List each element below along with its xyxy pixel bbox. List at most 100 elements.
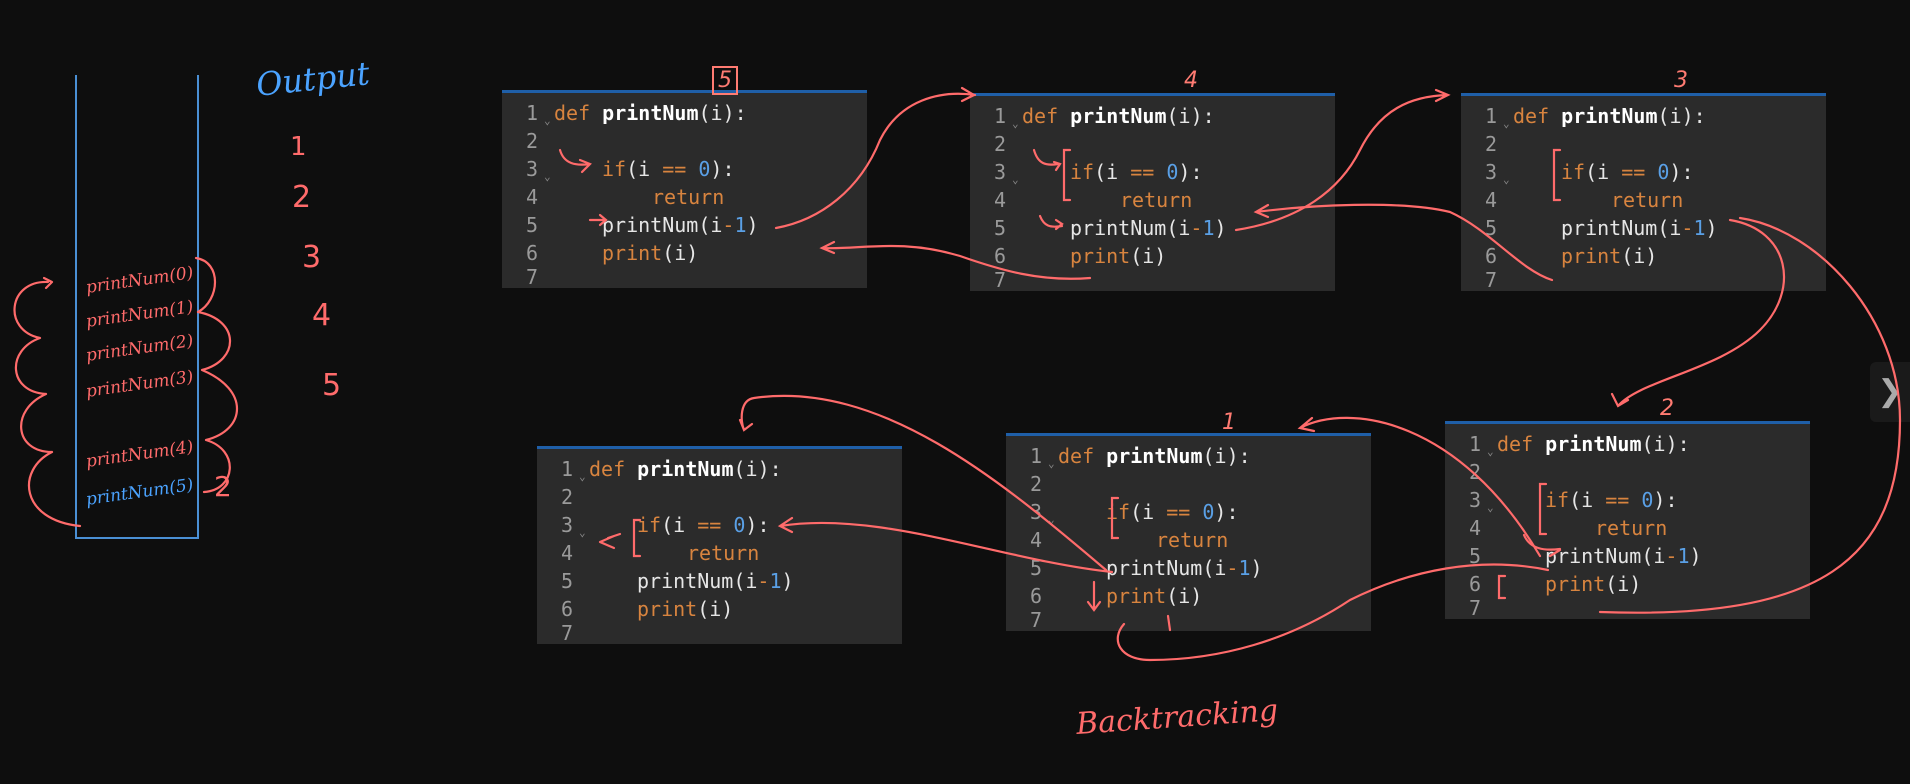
- code-line-2: 2: [1445, 458, 1810, 486]
- fold-marker-icon: ⌄: [579, 470, 586, 483]
- code-line-2: 2: [502, 127, 867, 155]
- code-text: return: [1120, 188, 1193, 212]
- code-text: return: [687, 541, 760, 565]
- line-number: 1: [1029, 444, 1042, 468]
- code-line-7: 7: [1006, 606, 1371, 634]
- code-text: print(i): [637, 597, 734, 621]
- line-number: 2: [560, 485, 573, 509]
- output-value-4: 4: [312, 298, 332, 333]
- line-number: 6: [1029, 584, 1042, 608]
- line-number: 2: [1468, 460, 1481, 484]
- stack-side-number: 2: [214, 470, 232, 503]
- code-line-3: 3⌄if(i == 0):: [537, 511, 902, 539]
- next-slide-button[interactable]: ❯: [1870, 362, 1910, 422]
- line-number: 6: [525, 241, 538, 265]
- line-number: 4: [1468, 516, 1481, 540]
- fold-marker-icon: ⌄: [1012, 117, 1019, 130]
- line-number: 6: [560, 597, 573, 621]
- line-number: 1: [993, 104, 1006, 128]
- line-number: 5: [525, 213, 538, 237]
- code-text: if(i == 0):: [1106, 500, 1239, 524]
- line-number: 3: [1468, 488, 1481, 512]
- output-value-1: 1: [290, 132, 307, 162]
- line-number: 5: [560, 569, 573, 593]
- code-line-7: 7: [1461, 266, 1826, 294]
- code-line-1: 1 ⌄def printNum(i):: [502, 99, 867, 127]
- code-text: return: [1156, 528, 1229, 552]
- code-text: printNum(i-1): [637, 569, 794, 593]
- code-text: printNum(i-1): [1070, 216, 1227, 240]
- panel-label-1: 1: [1222, 410, 1236, 435]
- code-text: if(i == 0):: [1561, 160, 1694, 184]
- code-line-2: 2: [1461, 130, 1826, 158]
- code-line-4: 4 return: [970, 186, 1335, 214]
- code-line-5: 5 printNum(i-1): [537, 567, 902, 595]
- code-text: printNum(i-1): [1106, 556, 1263, 580]
- line-number: 3: [560, 513, 573, 537]
- line-number: 3: [993, 160, 1006, 184]
- line-number: 1: [1468, 432, 1481, 456]
- line-number: 3: [1484, 160, 1497, 184]
- code-text: printNum(i-1): [602, 213, 759, 237]
- line-number: 5: [1484, 216, 1497, 240]
- code-text: def printNum(i):: [1058, 444, 1251, 468]
- panel-label-3: 3: [1674, 68, 1688, 93]
- code-line-3: 3⌄if(i == 0):: [502, 155, 867, 183]
- code-text: printNum(i-1): [1561, 216, 1718, 240]
- line-number: 2: [525, 129, 538, 153]
- code-line-4: 4 return: [1461, 186, 1826, 214]
- line-number: 4: [525, 185, 538, 209]
- code-line-7: 7: [1445, 594, 1810, 622]
- line-number: 5: [1029, 556, 1042, 580]
- code-text: printNum(i-1): [1545, 544, 1702, 568]
- code-text: def printNum(i):: [1497, 432, 1690, 456]
- code-line-6: 6 print(i): [537, 595, 902, 623]
- code-line-3: 3 ⌄ if(i == 0):: [1461, 158, 1826, 186]
- line-number: 7: [525, 265, 538, 289]
- line-number: 7: [1029, 608, 1042, 632]
- line-number: 7: [1468, 596, 1481, 620]
- panel-label-5: 5: [712, 66, 738, 95]
- fold-marker-icon: ⌄: [544, 114, 551, 127]
- line-number: 7: [560, 621, 573, 645]
- line-number: 4: [993, 188, 1006, 212]
- code-text: return: [1611, 188, 1684, 212]
- line-number: 4: [560, 541, 573, 565]
- fold-marker-icon: ⌄: [579, 526, 586, 539]
- line-number: 1: [560, 457, 573, 481]
- code-line-2: 2: [1006, 470, 1371, 498]
- line-number: 5: [993, 216, 1006, 240]
- line-number: 4: [1484, 188, 1497, 212]
- output-value-2: 2: [292, 180, 312, 215]
- code-text: if(i == 0):: [1545, 488, 1678, 512]
- code-text: def printNum(i):: [1022, 104, 1215, 128]
- fold-marker-icon: ⌄: [1503, 117, 1510, 130]
- code-line-7: 7: [970, 266, 1335, 294]
- code-line-1: 1 ⌄def printNum(i):: [970, 102, 1335, 130]
- code-line-2: 2: [970, 130, 1335, 158]
- line-number: 1: [525, 101, 538, 125]
- code-text: if(i == 0):: [602, 157, 735, 181]
- line-number: 2: [1029, 472, 1042, 496]
- line-number: 2: [993, 132, 1006, 156]
- code-line-1: 1⌄def printNum(i):: [1445, 430, 1810, 458]
- fold-marker-icon: ⌄: [1503, 173, 1510, 186]
- code-line-1: 1⌄def printNum(i):: [1006, 442, 1371, 470]
- line-number: 3: [525, 157, 538, 181]
- code-line-1: 1⌄def printNum(i):: [537, 455, 902, 483]
- output-value-3: 3: [302, 240, 322, 275]
- code-text: def printNum(i):: [554, 101, 747, 125]
- output-title: Output: [254, 54, 372, 104]
- code-line-7: 7: [502, 263, 867, 291]
